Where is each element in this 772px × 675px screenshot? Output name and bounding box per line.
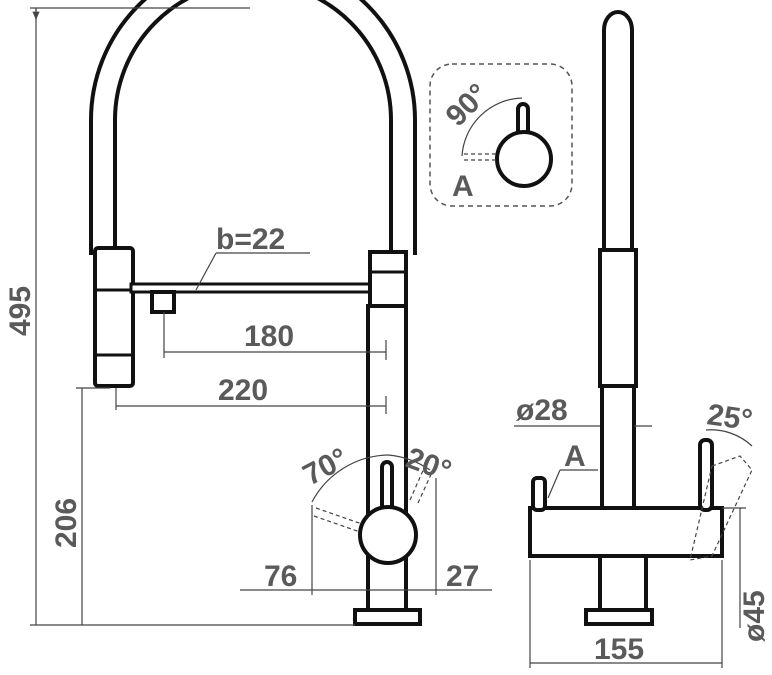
label-90deg: 90° [440,78,495,133]
front-view: 495 206 b=22 180 220 70° 20° 76 27 [4,0,492,626]
label-155: 155 [594,633,644,666]
side-stem [598,554,648,616]
label-76: 76 [264,560,297,593]
label-220: 220 [218,374,268,407]
label-206: 206 [50,498,83,548]
label-d28: ø28 [516,394,568,427]
nozzle [150,290,176,314]
side-lever-right [698,438,714,512]
side-base [584,608,654,626]
label-side-a: A [564,440,586,473]
cartridge-detail [495,130,553,188]
label-detail-a: A [452,170,474,203]
label-b22: b=22 [216,223,285,256]
label-25deg: 25° [705,398,755,437]
detail-frame [429,63,573,207]
side-view: ø28 A 25° ø45 155 [514,10,771,668]
spray-head [93,246,135,388]
valve-body [528,506,724,558]
label-20deg: 20° [402,442,456,489]
lever-front [380,460,394,514]
spout-arch [89,0,417,255]
side-lever-left [531,476,547,512]
label-27: 27 [446,560,479,593]
side-sleeve [598,248,638,388]
side-spout [602,10,634,250]
label-70deg: 70° [298,442,354,492]
label-495: 495 [4,286,37,336]
label-180: 180 [244,320,294,353]
detail-a: 90° A [429,63,573,207]
label-d45: ø45 [738,590,771,642]
right-sleeve [368,250,408,310]
base-front [353,608,422,626]
side-body [600,384,636,512]
cartridge-front [358,505,418,565]
